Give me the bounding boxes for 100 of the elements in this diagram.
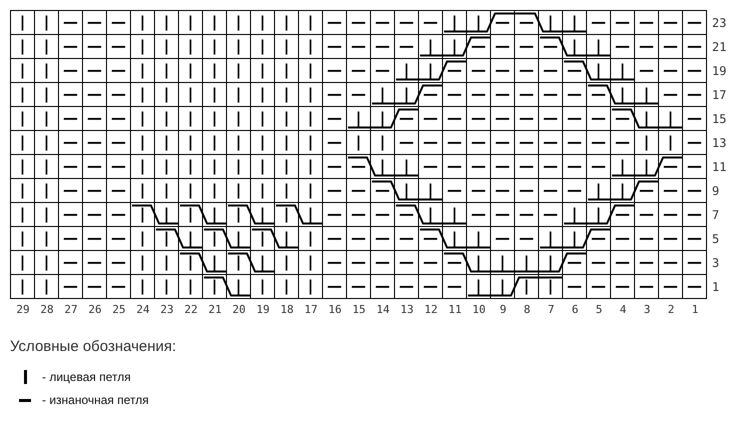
row-number: 5 [712, 233, 720, 245]
column-number: 2 [668, 304, 674, 315]
chart-cell: | [155, 83, 179, 107]
chart-cell: | [155, 227, 179, 251]
chart-cell: | [251, 107, 275, 131]
chart-cell: | [179, 107, 203, 131]
chart-cell: | [275, 11, 299, 35]
chart-cell: — [443, 83, 467, 107]
chart-cell: | [251, 275, 275, 299]
chart-cell: | [155, 59, 179, 83]
chart-cell: — [611, 227, 635, 251]
chart-cell: | [563, 227, 587, 251]
chart-cell: | [155, 131, 179, 155]
column-number: 21 [208, 304, 222, 315]
chart-cell: | [275, 251, 299, 275]
chart-cell: | [611, 179, 635, 203]
chart-cell: — [347, 35, 371, 59]
chart-cell: | [131, 83, 155, 107]
column-number: 1 [692, 304, 698, 315]
row-number: 23 [712, 17, 726, 29]
chart-cell: — [587, 83, 611, 107]
chart-cell: — [83, 227, 107, 251]
chart-cell: | [467, 275, 491, 299]
chart-cell: — [635, 227, 659, 251]
chart-cell: | [371, 131, 395, 155]
chart-cell: — [683, 131, 707, 155]
chart-cell: — [395, 35, 419, 59]
column-number: 19 [256, 304, 270, 315]
chart-cell: — [395, 203, 419, 227]
chart-cell: | [275, 155, 299, 179]
chart-cell: — [683, 59, 707, 83]
chart-cell: | [395, 155, 419, 179]
chart-cell: — [635, 179, 659, 203]
chart-cell: — [659, 59, 683, 83]
chart-cell: — [347, 251, 371, 275]
column-number: 13 [400, 304, 414, 315]
chart-cell: | [611, 155, 635, 179]
chart-cell: | [227, 35, 251, 59]
chart-cell: — [515, 59, 539, 83]
chart-cell: — [539, 35, 563, 59]
chart-cell: — [491, 155, 515, 179]
chart-cell: — [587, 131, 611, 155]
chart-cell: | [347, 131, 371, 155]
chart-cell: — [59, 83, 83, 107]
chart-cell: — [107, 275, 131, 299]
chart-cell: — [683, 251, 707, 275]
chart-cell: — [83, 155, 107, 179]
chart-cell: — [371, 59, 395, 83]
chart-cell: | [155, 11, 179, 35]
chart-cell: — [563, 83, 587, 107]
chart-cell: — [347, 11, 371, 35]
chart-cell: — [539, 131, 563, 155]
row-number: 15 [712, 113, 726, 125]
chart-cell: | [11, 275, 35, 299]
chart-cell: | [635, 107, 659, 131]
chart-cell: | [11, 83, 35, 107]
chart-cell: — [59, 203, 83, 227]
chart-cell: — [371, 251, 395, 275]
chart-cell: | [203, 275, 227, 299]
chart-cell: — [59, 251, 83, 275]
chart-cell: — [395, 11, 419, 35]
chart-cell: — [371, 11, 395, 35]
chart-cell: | [251, 83, 275, 107]
chart-cell: — [347, 203, 371, 227]
row-number: 13 [712, 137, 726, 149]
chart-cell: — [659, 275, 683, 299]
row-number: 9 [712, 185, 720, 197]
column-number: 28 [40, 304, 54, 315]
row-number: 1 [712, 281, 720, 293]
chart-cell: | [35, 155, 59, 179]
chart-cell: — [491, 11, 515, 35]
chart-cell: | [515, 275, 539, 299]
chart-cell: | [587, 203, 611, 227]
chart-cell: — [467, 83, 491, 107]
chart-cell: — [587, 275, 611, 299]
chart-cell: | [419, 179, 443, 203]
chart-cell: | [251, 227, 275, 251]
chart-cell: — [83, 59, 107, 83]
chart-cell: — [107, 11, 131, 35]
chart-cell: | [203, 179, 227, 203]
chart-cell: — [347, 179, 371, 203]
chart-cell: | [35, 35, 59, 59]
chart-cell: | [491, 251, 515, 275]
chart-cell: — [683, 227, 707, 251]
chart-cell: | [227, 227, 251, 251]
chart-cell: | [203, 155, 227, 179]
chart-cell: | [539, 251, 563, 275]
chart-cell: | [179, 179, 203, 203]
chart-cell: | [371, 107, 395, 131]
legend-text: - лицевая петля [42, 371, 131, 383]
chart-cell: — [419, 155, 443, 179]
chart-cell: | [443, 35, 467, 59]
chart-cell: | [131, 11, 155, 35]
chart-cell: — [443, 59, 467, 83]
chart-cell: — [515, 155, 539, 179]
chart-cell: | [131, 203, 155, 227]
chart-cell: — [371, 227, 395, 251]
chart-cell: — [467, 35, 491, 59]
chart-cell: — [59, 59, 83, 83]
chart-cell: — [347, 227, 371, 251]
